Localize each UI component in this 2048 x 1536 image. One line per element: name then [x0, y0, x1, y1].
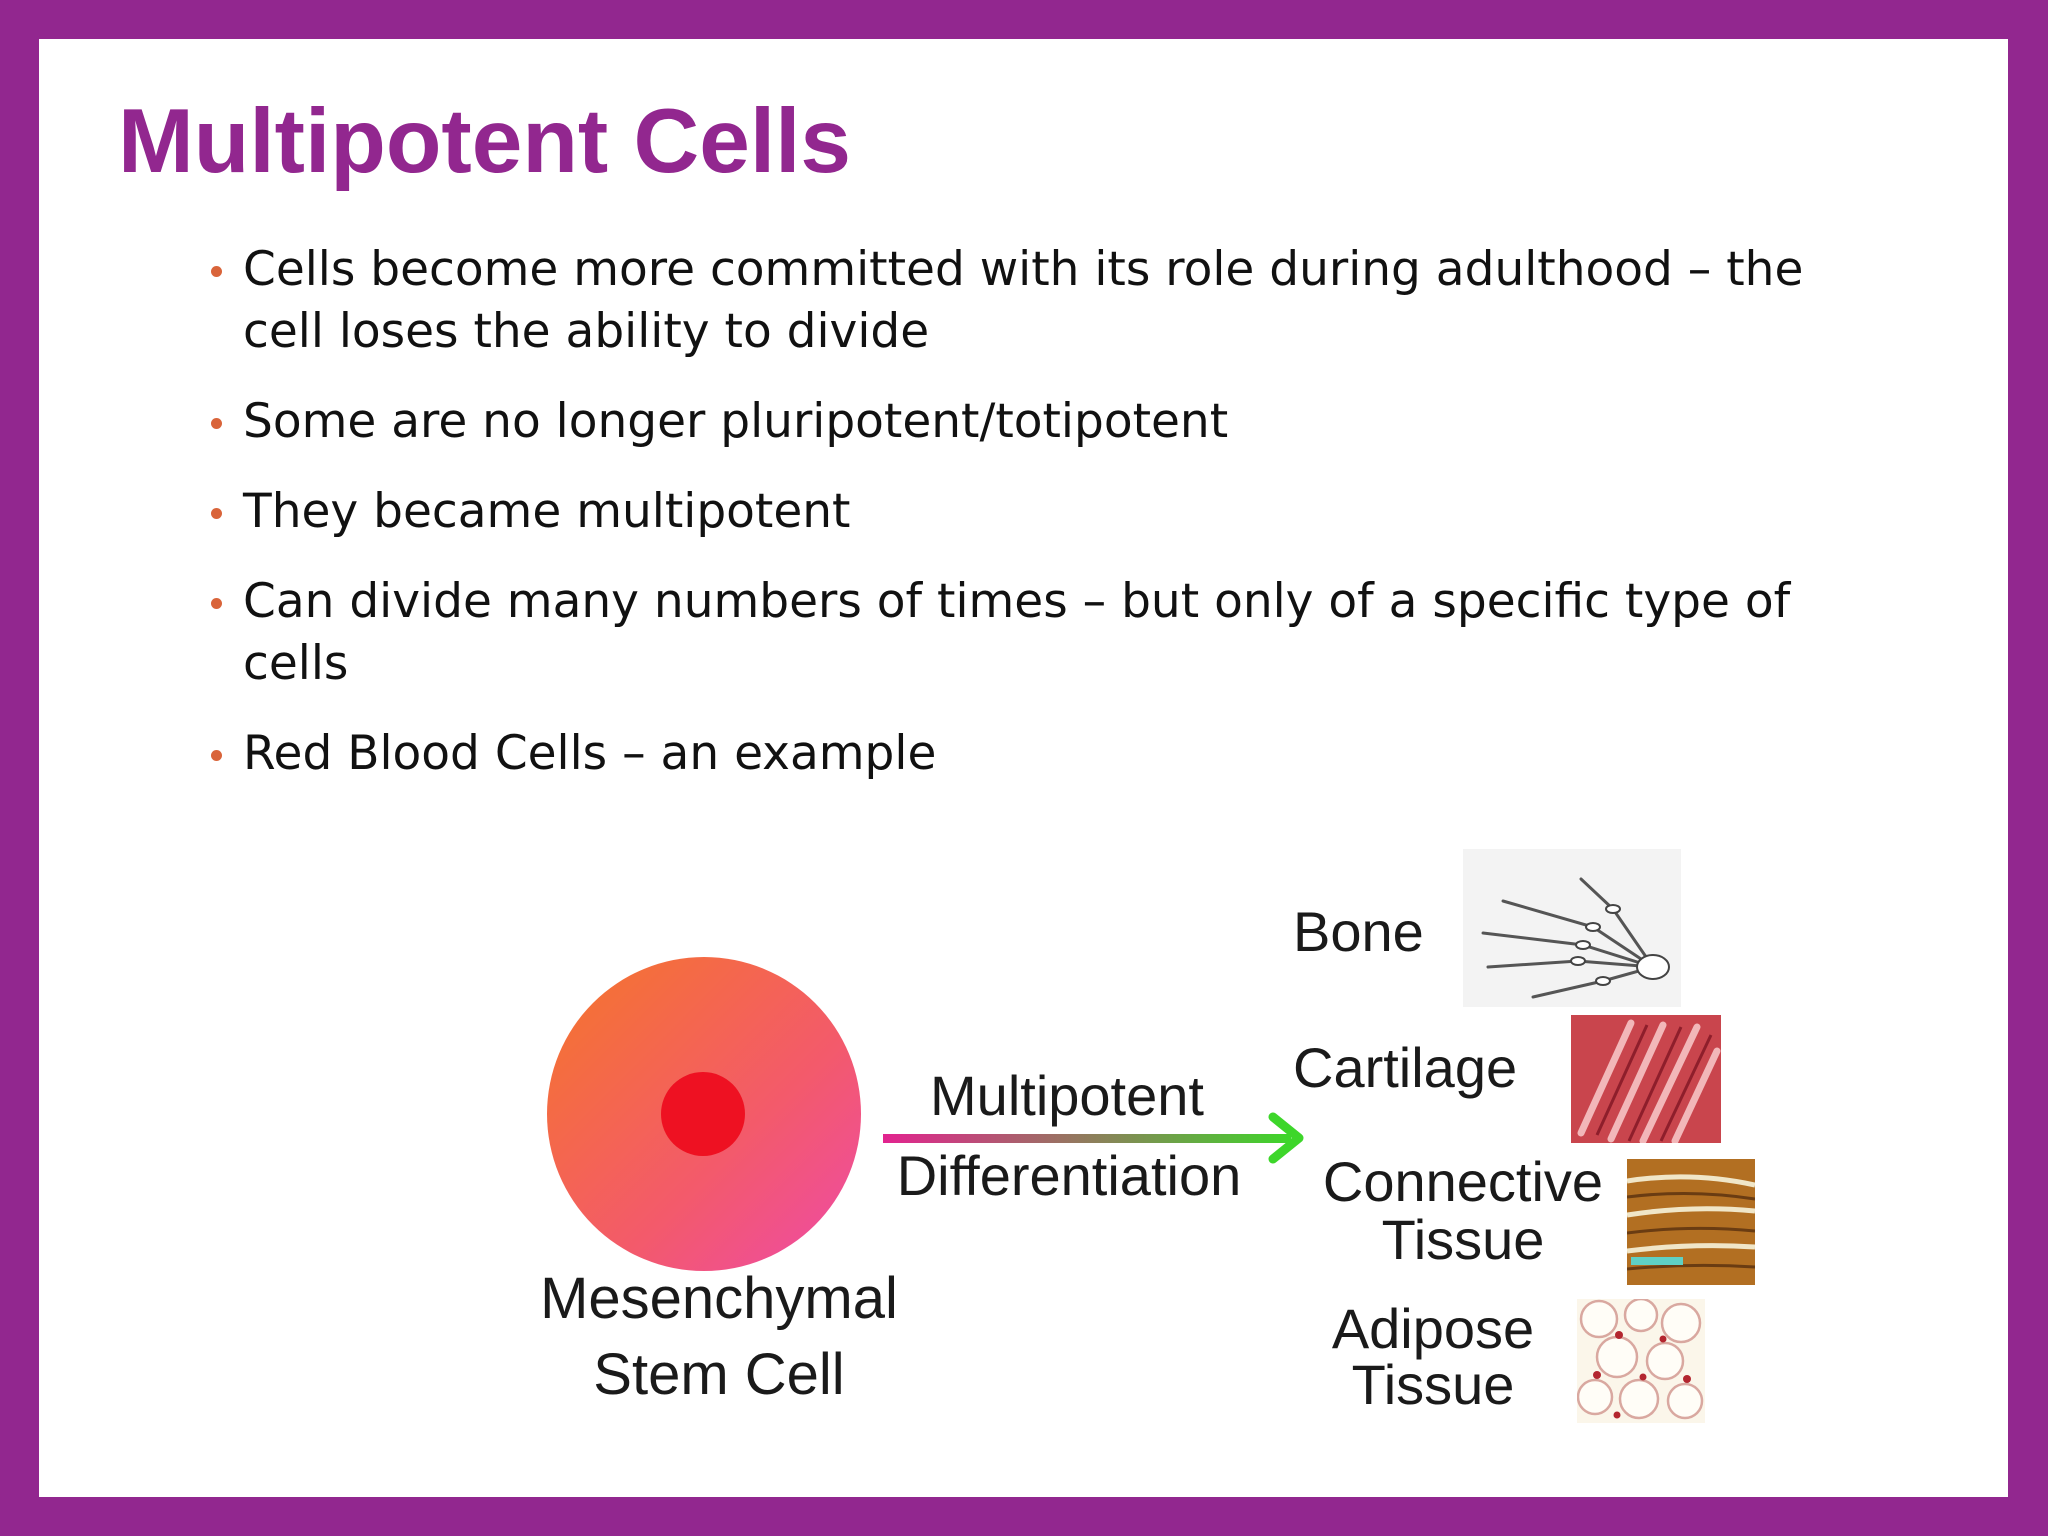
arrow-label-bottom: Differentiation [896, 1144, 1242, 1207]
source-label: Mesenchymal Stem Cell [489, 1261, 949, 1413]
bullet-item: They became multipotent [204, 481, 1844, 543]
bullet-item: Some are no longer pluripotent/totipoten… [204, 391, 1844, 453]
stem-cell-icon [547, 957, 861, 1271]
hand-skeleton-icon [1463, 849, 1681, 1007]
slide-title: Multipotent Cells [118, 91, 852, 192]
bullet-icon [211, 598, 222, 609]
target-label-bone: Bone [1293, 900, 1424, 963]
cartilage-tissue-icon [1571, 1015, 1721, 1143]
bullet-icon [211, 750, 222, 761]
adipose-tissue-icon [1577, 1299, 1705, 1423]
target-label-connective-line2: Tissue [1381, 1208, 1545, 1271]
bullet-list: Cells become more committed with its rol… [204, 239, 1844, 813]
nucleus-icon [661, 1072, 745, 1156]
target-label-adipose-line1: Adipose [1331, 1297, 1535, 1360]
connective-tissue-icon [1627, 1159, 1755, 1285]
bullet-text: Some are no longer pluripotent/totipoten… [243, 394, 1229, 449]
bullet-item: Can divide many numbers of times – but o… [204, 571, 1844, 695]
source-label-line1: Mesenchymal [540, 1266, 898, 1331]
bullet-item: Red Blood Cells – an example [204, 723, 1844, 785]
bullet-item: Cells become more committed with its rol… [204, 239, 1844, 363]
bullet-icon [211, 418, 222, 429]
target-label-connective-line1: Connective [1322, 1150, 1604, 1213]
target-label-adipose-line2: Tissue [1351, 1353, 1515, 1416]
bullet-text: Cells become more committed with its rol… [243, 242, 1804, 359]
bullet-icon [211, 508, 222, 519]
source-label-line2: Stem Cell [593, 1342, 845, 1407]
target-label-connective: Connective Tissue [1293, 1153, 1633, 1269]
bullet-text: Can divide many numbers of times – but o… [243, 574, 1791, 691]
target-label-adipose: Adipose Tissue [1293, 1301, 1573, 1413]
arrow-label-top: Multipotent [930, 1064, 1204, 1127]
slide: Multipotent Cells Cells become more comm… [39, 39, 2008, 1497]
target-label-cartilage: Cartilage [1293, 1036, 1518, 1099]
bullet-text: Red Blood Cells – an example [243, 726, 937, 781]
arrow-icon [883, 1112, 1304, 1164]
bullet-text: They became multipotent [243, 484, 851, 539]
bullet-icon [211, 266, 222, 277]
differentiation-diagram: Mesenchymal Stem Cell Multipotent Differ… [39, 39, 2008, 1497]
